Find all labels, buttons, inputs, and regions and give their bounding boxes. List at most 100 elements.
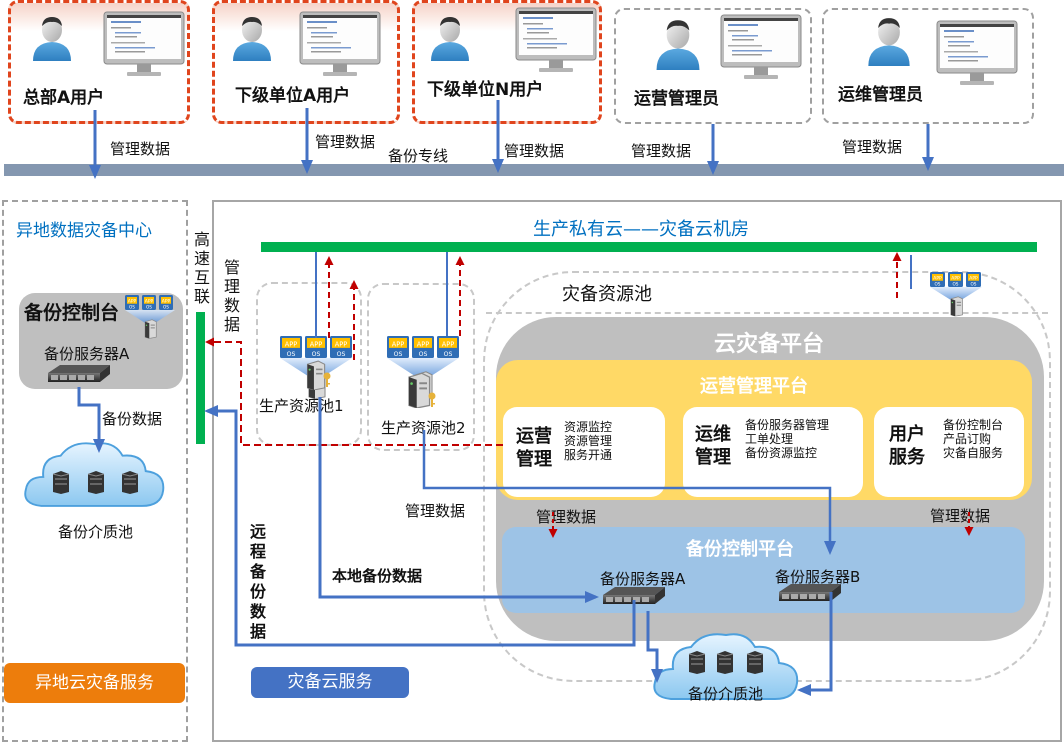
card-title: 运营 管理 <box>516 425 552 471</box>
production-pool-1-label: 生产资源池1 <box>259 397 344 415</box>
card-title-line: 运营 <box>516 426 552 447</box>
card-item: 工单处理 <box>745 432 794 446</box>
card-item: 备份控制台 <box>943 418 1004 432</box>
local-backup-data-label: 本地备份数据 <box>332 567 423 585</box>
private-cloud-title: 生产私有云——灾备云机房 <box>533 219 749 240</box>
remote-backup-data-label: 远 程 备 份 数 据 <box>248 522 268 642</box>
card-user-service[interactable]: 用户 服务 备份控制台 产品订购 灾备自服务 <box>874 407 1024 497</box>
svg-text:APP: APP <box>969 276 978 282</box>
char: 联 <box>193 287 210 306</box>
card-item: 备份资源监控 <box>745 446 818 460</box>
char: 速 <box>193 249 210 268</box>
card-title-line: 管理 <box>516 449 552 470</box>
offsite-server-label: 备份服务器A <box>44 345 130 363</box>
user-box-hq-a[interactable]: 总部A用户 <box>8 0 190 124</box>
backup-line-label: 备份专线 <box>388 147 449 165</box>
user-box-maint-admin[interactable]: 运维管理员 <box>822 8 1034 124</box>
char: 程 <box>249 542 266 561</box>
user-label: 运维管理员 <box>838 85 923 105</box>
mgmt-data-label: 管理数据 <box>315 133 376 151</box>
user-label: 运营管理员 <box>634 89 719 109</box>
private-cloud-room <box>212 200 1062 742</box>
card-item: 资源管理 <box>564 434 613 448</box>
svg-text:APP: APP <box>392 340 404 348</box>
high-speed-interconnect-bar <box>196 312 205 444</box>
cloud-dr-platform-title: 云灾备平台 <box>714 332 825 357</box>
card-items: 备份服务器管理 工单处理 备份资源监控 <box>745 418 829 460</box>
svg-text:OS: OS <box>444 351 453 358</box>
user-box-sub-n[interactable]: 下级单位N用户 <box>412 0 602 124</box>
remote-backup-data-path <box>204 405 636 647</box>
card-title: 用户 服务 <box>889 423 925 469</box>
mgmt-data-label: 管理数据 <box>930 507 991 525</box>
char: 理 <box>223 277 240 296</box>
production-pool-2-box[interactable] <box>367 283 475 451</box>
card-items: 资源监控 资源管理 服务开通 <box>564 420 612 462</box>
dr-pool-label: 灾备资源池 <box>562 284 652 305</box>
svg-text:OS: OS <box>337 351 346 358</box>
card-title-line: 管理 <box>695 447 731 468</box>
svg-text:APP: APP <box>933 276 942 282</box>
production-pool-2-label: 生产资源池2 <box>381 419 466 437</box>
user-label: 下级单位A用户 <box>235 86 351 106</box>
card-ops-management[interactable]: 运营 管理 资源监控 资源管理 服务开通 <box>503 407 665 497</box>
funnel-shape <box>930 287 982 304</box>
mgmt-data-label: 管理数据 <box>405 502 466 520</box>
offsite-cloud-dr-service-button[interactable]: 异地云灾备服务 <box>4 663 185 703</box>
mgmt-data-label: 管理数据 <box>631 142 692 160</box>
char: 份 <box>249 582 266 601</box>
backup-data-label: 备份数据 <box>102 410 163 428</box>
svg-text:APP: APP <box>128 299 137 305</box>
cloud-network-bus <box>261 242 1037 252</box>
mgmt-data-label: 管理数据 <box>110 140 171 158</box>
card-title-line: 用户 <box>889 424 925 445</box>
user-label: 总部A用户 <box>23 88 105 108</box>
local-backup-data-path <box>318 397 599 603</box>
char: 数 <box>249 602 266 621</box>
svg-text:OS: OS <box>419 351 428 358</box>
card-maintenance-management[interactable]: 运维 管理 备份服务器管理 工单处理 备份资源监控 <box>683 407 863 497</box>
card-item: 产品订购 <box>943 432 992 446</box>
user-box-ops-admin[interactable]: 运营管理员 <box>614 8 812 124</box>
high-speed-label: 高 速 互 联 <box>192 230 212 306</box>
svg-text:OS: OS <box>971 282 977 287</box>
server-a-to-media-path <box>646 611 663 683</box>
char: 备 <box>249 562 266 581</box>
svg-text:OS: OS <box>953 282 959 287</box>
char: 远 <box>249 522 266 541</box>
char: 据 <box>249 622 266 641</box>
card-items: 备份控制台 产品订购 灾备自服务 <box>943 418 1003 460</box>
mgmt-data-label: 管理数据 <box>536 508 597 526</box>
char: 互 <box>193 268 210 287</box>
user-label: 下级单位N用户 <box>427 80 544 100</box>
svg-text:APP: APP <box>335 340 347 348</box>
char: 据 <box>223 315 240 334</box>
pool2-to-server-b-path <box>422 430 836 555</box>
offsite-dr-center <box>2 200 188 742</box>
svg-text:OS: OS <box>163 305 169 310</box>
server-b-to-media-path <box>797 592 833 696</box>
card-item: 备份服务器管理 <box>745 418 830 432</box>
mgmt-data-to-offsite <box>205 337 503 446</box>
dr-cloud-service-button[interactable]: 灾备云服务 <box>251 667 409 698</box>
svg-text:APP: APP <box>417 340 429 348</box>
dr-pool-divider <box>486 312 1048 314</box>
card-item: 资源监控 <box>564 420 613 434</box>
app-os-tile: APP OS <box>330 336 352 358</box>
svg-text:APP: APP <box>310 340 322 348</box>
svg-text:OS: OS <box>129 305 135 310</box>
char: 高 <box>193 230 210 249</box>
mgmt-data-label: 管理数据 <box>842 138 903 156</box>
